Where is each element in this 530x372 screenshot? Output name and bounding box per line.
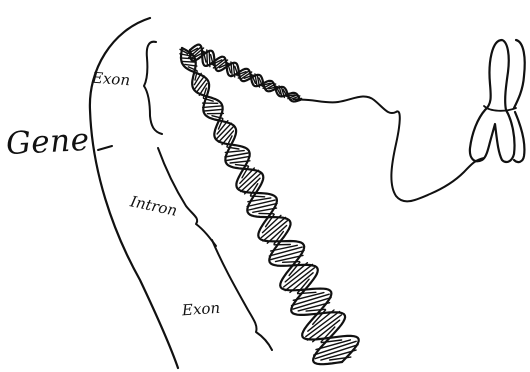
dna-lower-base-pair [181,58,195,59]
dna-lower-base-pair [227,156,251,160]
dna-lower-base-pair [182,61,196,62]
dna-lower-base-pair [285,268,314,291]
dna-upper-base-pair [209,51,210,67]
dna-lower-base-pair [321,340,341,343]
dna-lower-base-pair [251,196,265,197]
dna-lower-base-pair [306,309,325,311]
dna-upper-base-pair [294,98,302,99]
dna-lower-base-pair [330,357,351,360]
intron-bracket [158,148,216,246]
gene-bracket-tick [98,146,112,150]
gene-label: Gene [5,122,90,162]
dna-strand-to-chromosome [296,97,484,202]
chromosome-icon [470,40,525,162]
exon-top-label: Exon [91,69,130,90]
dna-lower-base-pair [203,106,221,108]
exon-bottom-bracket [212,240,272,350]
exon-bottom-label: Exon [181,299,220,320]
exon-top-bracket [144,42,162,134]
dna-lower-base-pair [284,264,313,287]
dna-lower-base-pair [298,292,316,293]
dna-upper-base-pair [207,50,208,66]
dna-lower-base-pair [283,262,300,263]
dna-lower-base-pair [225,153,248,157]
dna-lower-base-pair [204,109,223,111]
